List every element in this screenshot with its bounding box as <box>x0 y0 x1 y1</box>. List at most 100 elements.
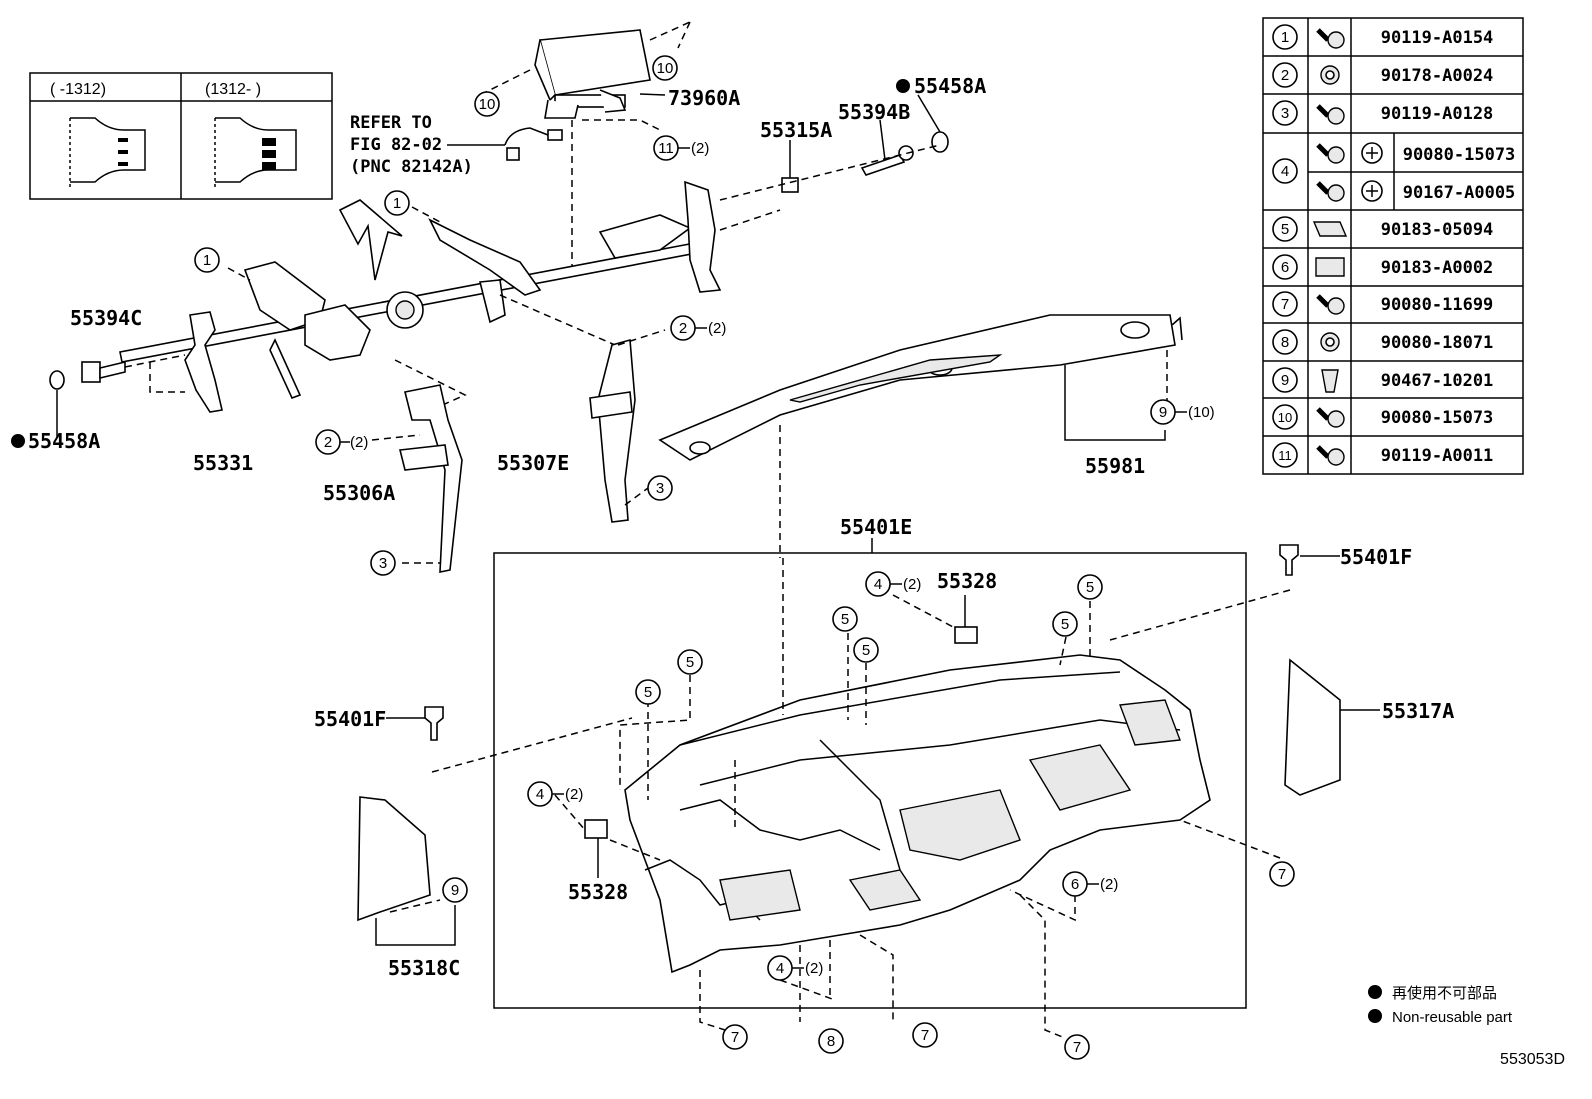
fastener-table: 1 2 3 4 5 6 7 8 9 10 11 90119-A0154 9017… <box>1262 17 1524 475</box>
defroster-panel-55981 <box>658 314 1183 461</box>
table-code: 90119-A0128 <box>1381 104 1494 124</box>
table-code: 90467-10201 <box>1381 371 1494 391</box>
callout: 3 <box>647 475 673 501</box>
label-55401F-left: 55401F <box>314 707 386 731</box>
bolt-icon <box>1316 143 1345 164</box>
clip-55328-bottom <box>584 819 608 839</box>
table-code: 90178-A0024 <box>1381 66 1494 86</box>
inset-left-label: ( -1312) <box>50 81 106 98</box>
callout: 5 <box>1077 574 1103 600</box>
svg-text:5: 5 <box>686 654 694 671</box>
callout: 7 <box>1064 1034 1090 1060</box>
label-55981: 55981 <box>1085 454 1145 478</box>
callout: 11 <box>653 135 679 161</box>
table-code: 90080-15073 <box>1403 145 1516 165</box>
svg-text:3: 3 <box>1281 105 1289 122</box>
nut-icon <box>1320 332 1340 352</box>
callout: 10 <box>652 55 678 81</box>
label-55401E: 55401E <box>840 515 912 539</box>
qty-4c: (2) <box>805 960 823 977</box>
clip-icon <box>1321 369 1339 393</box>
figure-id: 553053D <box>1500 1051 1565 1068</box>
svg-text:11: 11 <box>658 140 674 157</box>
label-55318C: 55318C <box>388 956 460 980</box>
table-code: 90080-15073 <box>1381 408 1494 428</box>
label-55328-bottom: 55328 <box>568 880 628 904</box>
non-reusable-dot <box>896 79 910 93</box>
svg-text:9: 9 <box>1281 372 1289 389</box>
clip-nut-icon <box>1315 257 1345 277</box>
svg-text:3: 3 <box>656 480 664 497</box>
table-code: 90119-A0011 <box>1381 446 1494 466</box>
callout: 1 <box>194 247 220 273</box>
clip-55328-top <box>954 626 978 644</box>
label-55458A-left: 55458A <box>28 429 100 453</box>
qty-11: (2) <box>691 140 709 157</box>
callout: 6 <box>1062 871 1088 897</box>
qty-9: (10) <box>1188 404 1215 421</box>
table-code: 90119-A0154 <box>1381 28 1494 48</box>
callout: 7 <box>912 1022 938 1048</box>
svg-text:1: 1 <box>1281 29 1289 46</box>
svg-text:5: 5 <box>644 684 652 701</box>
svg-text:7: 7 <box>731 1029 739 1046</box>
svg-text:7: 7 <box>1073 1039 1081 1056</box>
non-reusable-dot <box>11 434 25 448</box>
legend-en: Non-reusable part <box>1392 1009 1513 1026</box>
side-cover-55318C <box>357 796 431 922</box>
svg-text:5: 5 <box>1086 579 1094 596</box>
svg-text:4: 4 <box>536 786 544 803</box>
table-row-num: 7 <box>1272 291 1298 317</box>
svg-text:10: 10 <box>479 96 496 113</box>
bolt-55394C <box>49 360 126 390</box>
svg-text:1: 1 <box>393 195 401 212</box>
qty-2b: (2) <box>350 434 368 451</box>
callout: 4 <box>865 571 891 597</box>
callout: 4 <box>527 781 553 807</box>
hex-head-icon <box>1361 142 1383 164</box>
label-55401F-right: 55401F <box>1340 545 1412 569</box>
legend-jp: 再使用不可部品 <box>1392 985 1497 1002</box>
pin-55401F-left <box>424 706 444 741</box>
bolt-icon <box>1316 294 1345 315</box>
callout: 9 <box>1150 399 1176 425</box>
label-55331: 55331 <box>193 451 253 475</box>
instrument-panel-box <box>493 552 1247 1009</box>
svg-text:7: 7 <box>1281 296 1289 313</box>
table-code: 90080-18071 <box>1381 333 1494 353</box>
svg-text:9: 9 <box>1159 404 1167 421</box>
bolt-icon <box>1316 28 1345 49</box>
dash-reinforcement-beam <box>119 180 722 413</box>
svg-text:10: 10 <box>1278 410 1292 425</box>
instrument-panel-55401E <box>624 654 1211 974</box>
qty-6: (2) <box>1100 876 1118 893</box>
label-55458A-top: 55458A <box>914 74 986 98</box>
bolt-icon <box>1316 445 1345 466</box>
brace-55306A <box>399 384 463 573</box>
legend: 再使用不可部品 Non-reusable part <box>1368 985 1513 1026</box>
table-row-num: 5 <box>1272 216 1298 242</box>
callout: 5 <box>677 649 703 675</box>
refer-line2: FIG 82-02 <box>350 135 442 155</box>
callout: 1 <box>384 190 410 216</box>
svg-text:6: 6 <box>1071 876 1079 893</box>
label-55317A: 55317A <box>1382 699 1454 723</box>
brace-55307E <box>589 338 636 523</box>
table-row-num: 4 <box>1272 158 1298 184</box>
bolt-icon <box>1316 407 1345 428</box>
svg-text:4: 4 <box>874 576 882 593</box>
clip-55315A <box>781 177 799 193</box>
callout: 5 <box>853 637 879 663</box>
svg-text:11: 11 <box>1278 448 1292 463</box>
svg-text:2: 2 <box>679 320 687 337</box>
callout: 9 <box>442 877 468 903</box>
table-row-num: 9 <box>1272 367 1298 393</box>
table-row-num: 10 <box>1272 404 1298 430</box>
svg-text:8: 8 <box>1281 334 1289 351</box>
table-code: 90183-05094 <box>1381 220 1494 240</box>
side-cover-55317A <box>1284 658 1341 796</box>
table-row-num: 6 <box>1272 254 1298 280</box>
nut-icon <box>1320 65 1340 85</box>
svg-text:3: 3 <box>379 555 387 572</box>
